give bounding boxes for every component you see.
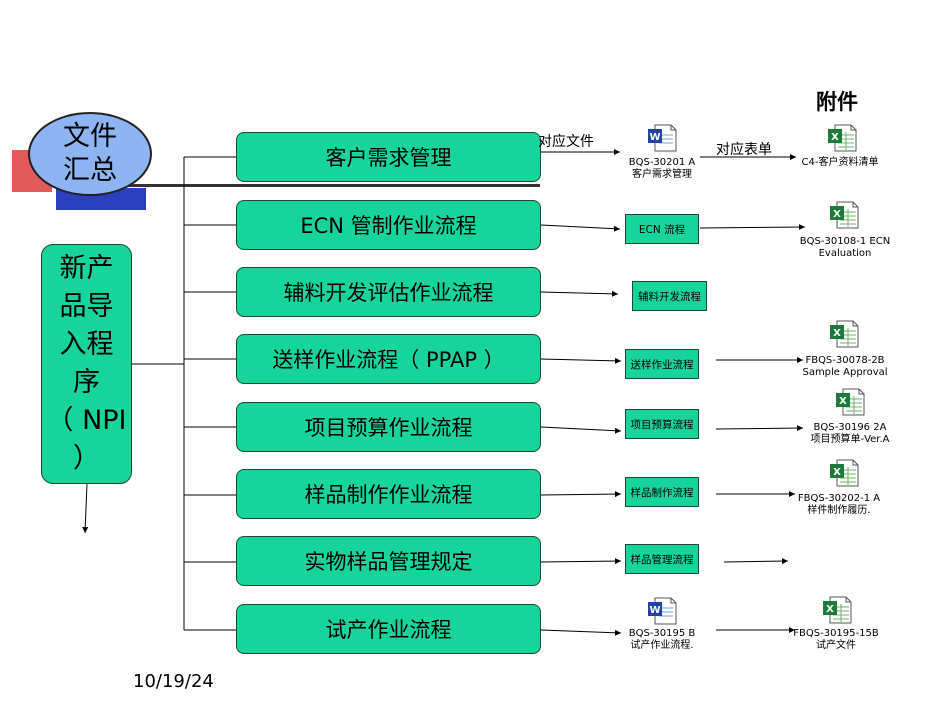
flow-box-sample-submission: 送样作业流程 [625,349,699,379]
summary-bubble-line2: 汇总 [63,155,117,186]
form-caption-line2: Evaluation [818,248,872,259]
process-sample-making: 样品制作作业流程 [236,469,541,519]
label-corresponding-form: 对应表单 [716,142,772,158]
process-customer-requirements: 客户需求管理 [236,132,541,182]
npi-line: 新产 [59,253,114,284]
svg-text:X: X [833,328,841,339]
title-underline [110,184,540,187]
doc-caption: BQS-30195 B 试产作业流程. [617,628,707,652]
word-doc-icon: W [647,124,677,152]
svg-text:X: X [831,132,839,143]
attachments-title: 附件 [816,90,858,114]
excel-sheet-icon: X [822,596,852,624]
npi-line: 入程 [59,329,114,360]
form-caption: FBQS-30195-15B 试产文件 [781,628,891,652]
process-physical-sample-management: 实物样品管理规定 [236,536,541,586]
svg-text:X: X [826,604,834,615]
form-caption: BQS-30108-1 ECN Evaluation [790,236,900,260]
form-caption-line1: C4-客户资料清单 [801,157,879,168]
process-auxiliary-material-evaluation: 辅料开发评估作业流程 [236,267,541,317]
flow-box-auxiliary: 辅料开发流程 [632,281,707,311]
svg-text:W: W [649,605,660,616]
process-project-budget: 项目预算作业流程 [236,402,541,452]
excel-sheet-icon: X [829,320,859,348]
flow-box-ecn: ECN 流程 [625,214,699,244]
summary-bubble-line1: 文件 [63,121,117,152]
form-caption-line2: Sample Approval [802,367,888,378]
footer-date: 10/19/24 [133,671,214,692]
npi-box: 新产 品导 入程 序 （ NPI ） [41,244,132,484]
excel-sheet-icon: X [829,459,859,487]
form-caption: C4-客户资料清单 [790,157,890,169]
word-doc-icon: W [647,597,677,625]
form-caption-line1: BQS-30196 2A [813,422,887,433]
doc-caption-line2: 试产作业流程. [630,640,694,651]
form-caption-line1: FBQS-30078-2B [805,355,885,366]
summary-bubble: 文件 汇总 [28,112,152,196]
svg-text:W: W [649,132,660,143]
process-ecn-control: ECN 管制作业流程 [236,200,541,250]
svg-text:X: X [833,209,841,220]
form-caption-line2: 项目预算单-Ver.A [810,434,890,445]
doc-caption: BQS-30201 A 客户需求管理 [617,157,707,181]
npi-line: （ NPI ） [46,405,127,474]
npi-line: 序 [73,367,100,398]
svg-text:X: X [833,467,841,478]
flow-box-sample-making: 样品制作流程 [625,477,699,507]
form-caption-line2: 试产文件 [816,640,856,651]
form-caption-line1: FBQS-30202-1 A [797,493,881,504]
form-caption-line1: FBQS-30195-15B [793,628,879,639]
excel-sheet-icon: X [829,201,859,229]
form-caption: FBQS-30202-1 A 样件制作履历. [784,493,894,517]
form-caption: FBQS-30078-2B Sample Approval [790,355,900,379]
doc-caption-line1: BQS-30195 B [628,628,696,639]
svg-text:X: X [839,396,847,407]
npi-line: 品导 [59,291,114,322]
doc-caption-line2: 客户需求管理 [632,169,692,180]
label-corresponding-file: 对应文件 [538,134,594,150]
process-trial-production: 试产作业流程 [236,604,541,654]
flow-box-project-budget: 项目预算流程 [625,409,699,439]
excel-sheet-icon: X [835,388,865,416]
flow-box-sample-management: 样品管理流程 [625,544,699,574]
doc-caption-line1: BQS-30201 A [628,157,696,168]
form-caption-line2: 样件制作履历. [807,505,871,516]
form-caption: BQS-30196 2A 项目预算单-Ver.A [795,422,905,446]
process-sample-submission-ppap: 送样作业流程（ PPAP ） [236,334,541,384]
form-caption-line1: BQS-30108-1 ECN [799,236,891,247]
excel-sheet-icon: X [827,124,857,152]
